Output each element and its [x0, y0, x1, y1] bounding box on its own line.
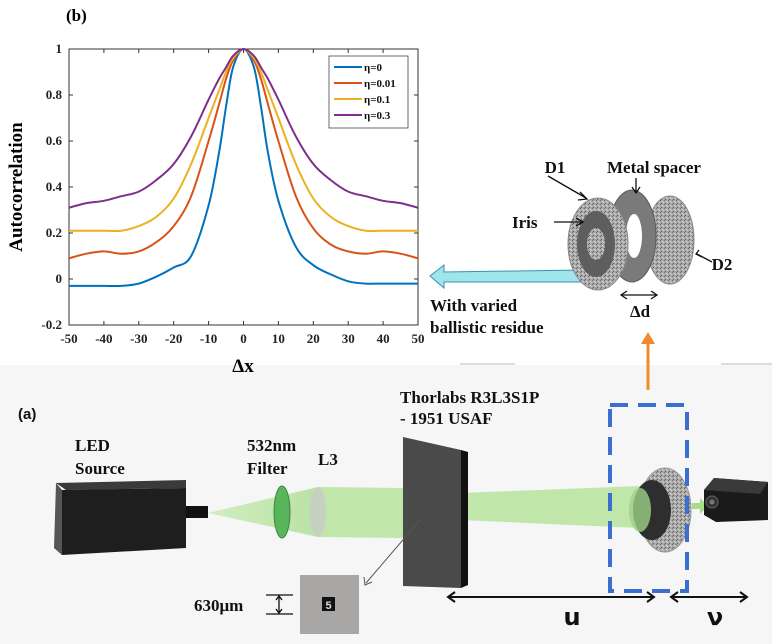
scale-bar	[266, 594, 293, 615]
y-tick-label: 0.6	[46, 133, 63, 148]
spacer-aperture	[626, 214, 642, 258]
x-tick-label: -10	[200, 331, 217, 346]
y-axis-label: Autocorrelation	[6, 122, 27, 252]
legend-label-2: η=0.1	[364, 94, 390, 106]
lens-label: L3	[318, 450, 338, 469]
setup-diffuser	[629, 467, 692, 553]
target-digit-box	[322, 597, 335, 611]
panel-a-label: (a)	[18, 406, 36, 423]
x-axis-label: Δx	[232, 356, 254, 377]
diffuser-assembly	[567, 189, 695, 291]
label-delta-d: Δd	[630, 302, 651, 321]
y-tick-label: 1	[56, 41, 63, 56]
x-tick-label: 30	[342, 331, 355, 346]
x-tick-label: -30	[130, 331, 147, 346]
inset-leader-lines	[547, 175, 713, 300]
usaf-target-plate	[403, 437, 468, 588]
label-d1: D1	[545, 158, 566, 177]
x-tick-label: 50	[412, 331, 425, 346]
filter-532nm	[273, 485, 291, 539]
led-label-line2: Source	[75, 459, 125, 478]
led-label-line1: LED	[75, 436, 110, 455]
filter-label-line2: Filter	[247, 459, 288, 478]
distance-u-label: u	[563, 603, 580, 631]
y-tick-label: 0	[56, 271, 63, 286]
x-tick-label: 20	[307, 331, 320, 346]
x-tick-label: 10	[272, 331, 285, 346]
diffuser-highlight-box	[608, 403, 689, 593]
y-tick-label: 0.8	[46, 87, 63, 102]
lens-l3	[310, 487, 326, 537]
autocorrelation-chart: -50 -40 -30 -20 -10 0 10 20 30 40 50 -0.2 0 0.2 0.4 0.6…	[6, 41, 425, 377]
label-metal-spacer: Metal spacer	[607, 158, 701, 177]
zoom-pointer-head	[363, 576, 373, 586]
x-tick-label: -20	[165, 331, 182, 346]
target-label-line1: Thorlabs R3L3S1P	[400, 388, 539, 407]
scale-label: 630μm	[194, 596, 243, 615]
panel-b-label: (b)	[66, 6, 87, 25]
distance-arrows	[446, 591, 749, 603]
beam-diverging	[208, 487, 318, 537]
camera	[704, 478, 768, 522]
x-tick-label: -50	[60, 331, 77, 346]
ballistic-residue-arrow	[429, 263, 583, 290]
orange-arrow-up	[641, 332, 655, 390]
x-tick-label: -40	[95, 331, 112, 346]
filter-label-line1: 532nm	[247, 436, 296, 455]
label-d2: D2	[712, 255, 733, 274]
y-tick-label: 0.2	[46, 225, 62, 240]
x-tick-label: 40	[377, 331, 390, 346]
legend-label-0: η=0	[364, 62, 383, 74]
iris-aperture	[587, 228, 605, 260]
label-iris: Iris	[512, 213, 538, 232]
target-digit: 5	[325, 600, 331, 612]
arrow-caption-line1: With varied	[430, 296, 518, 315]
arrow-caption-line2: ballistic residue	[430, 318, 544, 337]
y-tick-label: 0.4	[46, 179, 63, 194]
y-tick-label: -0.2	[41, 317, 62, 332]
x-tick-label: 0	[240, 331, 247, 346]
legend-label-1: η=0.01	[364, 78, 396, 90]
legend-label-3: η=0.3	[364, 110, 391, 122]
led-source	[54, 480, 208, 555]
zoom-pointer-line	[365, 519, 421, 584]
target-label-line2: - 1951 USAF	[400, 409, 493, 428]
distance-v-label: ν	[707, 603, 723, 631]
series-line-3	[68, 47, 419, 209]
beam-to-diffuser	[462, 486, 640, 528]
